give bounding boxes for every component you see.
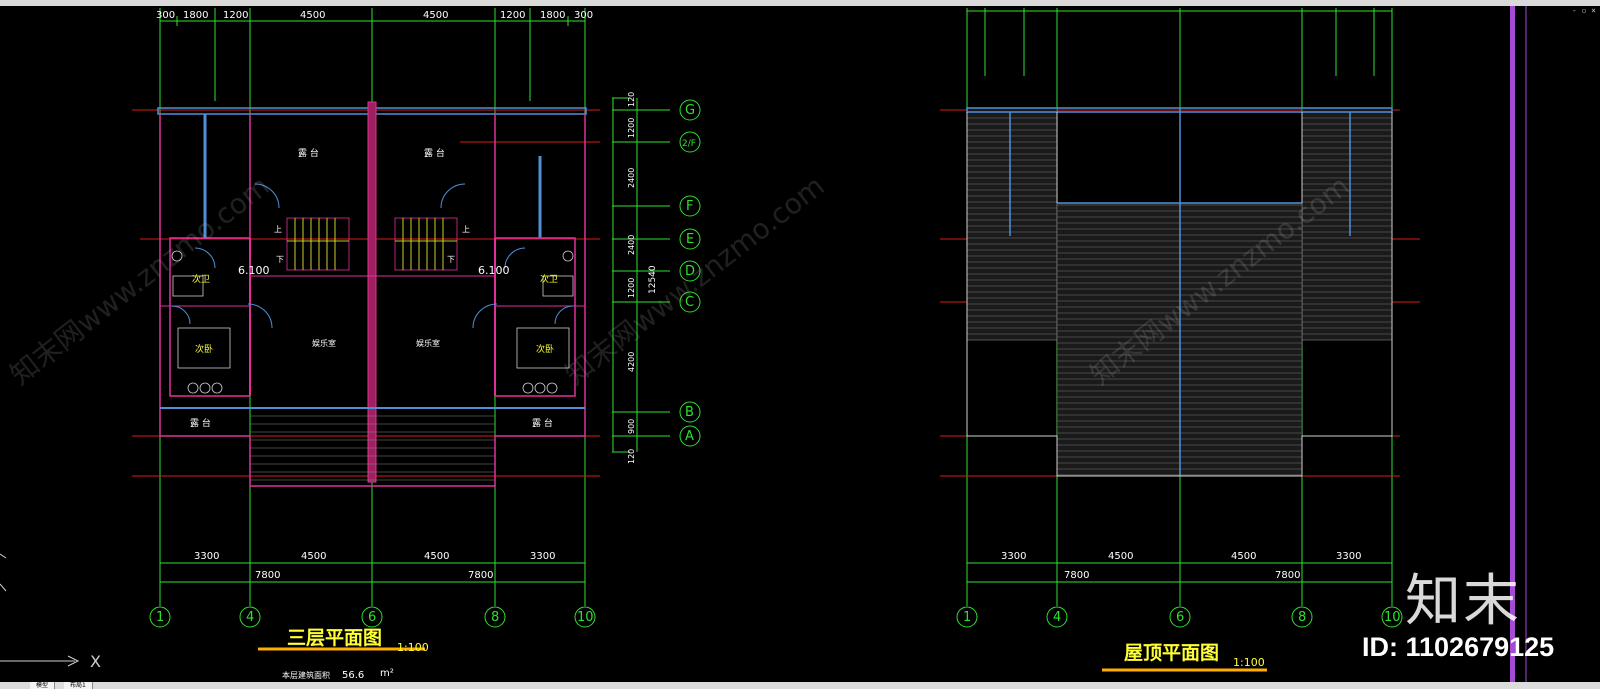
elevation-left: 6.100 [238,264,270,277]
top-dim-5: 4500 [423,10,448,21]
axis-num-4: 4 [246,610,254,625]
watermark-site-mid: 知末网www.znzmo.com [559,169,831,391]
row-axis-A: A [685,429,694,444]
viewport-scrollbar[interactable] [1510,6,1515,682]
room-bath-left: 次卫 [192,273,210,285]
row-axis-E: E [686,232,694,247]
r-bottom-dim-2: 4500 [1108,551,1133,562]
r-total-dim-1: 7800 [1064,570,1089,581]
side-dim-5: 1200 [627,278,636,298]
r-bottom-dim-4: 3300 [1336,551,1361,562]
room-terrace-bottom-right: 露 台 [532,417,553,429]
side-dim-7: 900 [627,419,636,434]
tab-model[interactable]: 模型 [30,682,56,689]
side-dim-4: 2400 [627,235,636,255]
bottom-dim-3: 4500 [424,551,449,562]
side-dim-total: 12540 [648,265,658,294]
side-dim-1: 120 [627,92,636,107]
bottom-dim-4: 3300 [530,551,555,562]
area-value: 56.6 [342,670,364,681]
room-bed-left: 次卧 [195,343,213,355]
watermark-site-left: 知末网www.znzmo.com [4,169,276,391]
room-terrace-bottom-left: 露 台 [190,417,211,429]
stair-down-left: 下 [276,255,284,264]
layout-tabs-bar: 模型 布局1 [0,682,1600,689]
room-rec-right: 娱乐室 [416,338,440,348]
watermark-id: ID: 1102679125 [1362,632,1555,662]
plan-right [940,8,1420,672]
cad-drawing-canvas[interactable]: 300 1800 1200 4500 4500 1200 1800 300 33… [0,6,1600,682]
stairs-left [286,217,458,271]
row-axis-C: C [685,295,694,310]
axis-bubbles-bottom-left [149,606,596,628]
stair-up-left: 上 [274,225,282,234]
stair-up-right: 上 [462,225,470,234]
top-dim-ticks [159,16,586,26]
axis-num-1: 1 [156,610,164,625]
furniture-left [171,250,574,394]
axis-num-8: 8 [491,610,499,625]
top-dim-4: 4500 [300,10,325,21]
r-axis-num-8: 8 [1298,610,1306,625]
row-axis-B: B [685,405,694,420]
area-label: 本层建筑面积 [282,670,330,680]
row-axis-G: G [685,103,695,118]
axis-bubbles-bottom-right [956,606,1403,628]
top-dim-1: 300 [156,10,175,21]
stair-down-right: 下 [447,255,455,264]
r-bottom-dim-3: 4500 [1231,551,1256,562]
room-bath-right: 次卫 [540,273,558,285]
roof-outline-right [966,107,1393,477]
top-dim-7: 1800 [540,10,565,21]
elevation-right: 6.100 [478,264,510,277]
total-dim-2: 7800 [468,570,493,581]
axis-num-10: 10 [577,610,594,625]
watermark-brand: 知末 [1405,569,1521,634]
top-dim-3: 1200 [223,10,248,21]
axis-bubbles-right [679,99,701,447]
axis-num-6: 6 [368,610,376,625]
top-dim-2: 1800 [183,10,208,21]
bottom-dim-2: 4500 [301,551,326,562]
room-terrace-top-right: 露 台 [424,147,445,159]
plan-scale-right: 1:100 [1233,656,1265,669]
walls-left [157,101,587,487]
r-total-dim-2: 7800 [1275,570,1300,581]
door-swings-left [171,183,574,329]
ucs-x-label: X [90,652,101,671]
r-axis-num-10: 10 [1384,610,1401,625]
window-controls[interactable]: - ▫ × [1571,6,1596,15]
plan-title-left: 三层平面图 [287,627,382,649]
terrace-hatch-left [250,415,495,481]
side-dim-2: 1200 [627,118,636,138]
row-axis-D: D [685,264,695,279]
side-dim-8: 120 [627,449,636,464]
plan-title-right: 屋顶平面图 [1124,642,1219,664]
r-axis-num-4: 4 [1053,610,1061,625]
plan-left [132,8,701,651]
area-unit: m² [380,668,394,679]
window-title-bar [0,0,1600,6]
total-dim-1: 7800 [255,570,280,581]
bottom-dim-1: 3300 [194,551,219,562]
top-dim-6: 1200 [500,10,525,21]
row-axis-2F: 2/F [682,139,696,149]
room-bed-right: 次卧 [536,343,554,355]
r-axis-num-1: 1 [963,610,971,625]
plan-scale-left: 1:100 [397,641,429,654]
ucs-icon [0,553,80,667]
row-axis-F: F [686,199,693,214]
room-rec-left: 娱乐室 [312,338,336,348]
top-dim-8: 300 [574,10,593,21]
grid-lines-left [159,8,670,606]
r-bottom-dim-1: 3300 [1001,551,1026,562]
tab-layout1[interactable]: 布局1 [64,682,93,689]
side-dim-6: 4200 [627,352,636,372]
r-axis-num-6: 6 [1176,610,1184,625]
room-terrace-top-left: 露 台 [298,147,319,159]
side-dim-3: 2400 [627,168,636,188]
